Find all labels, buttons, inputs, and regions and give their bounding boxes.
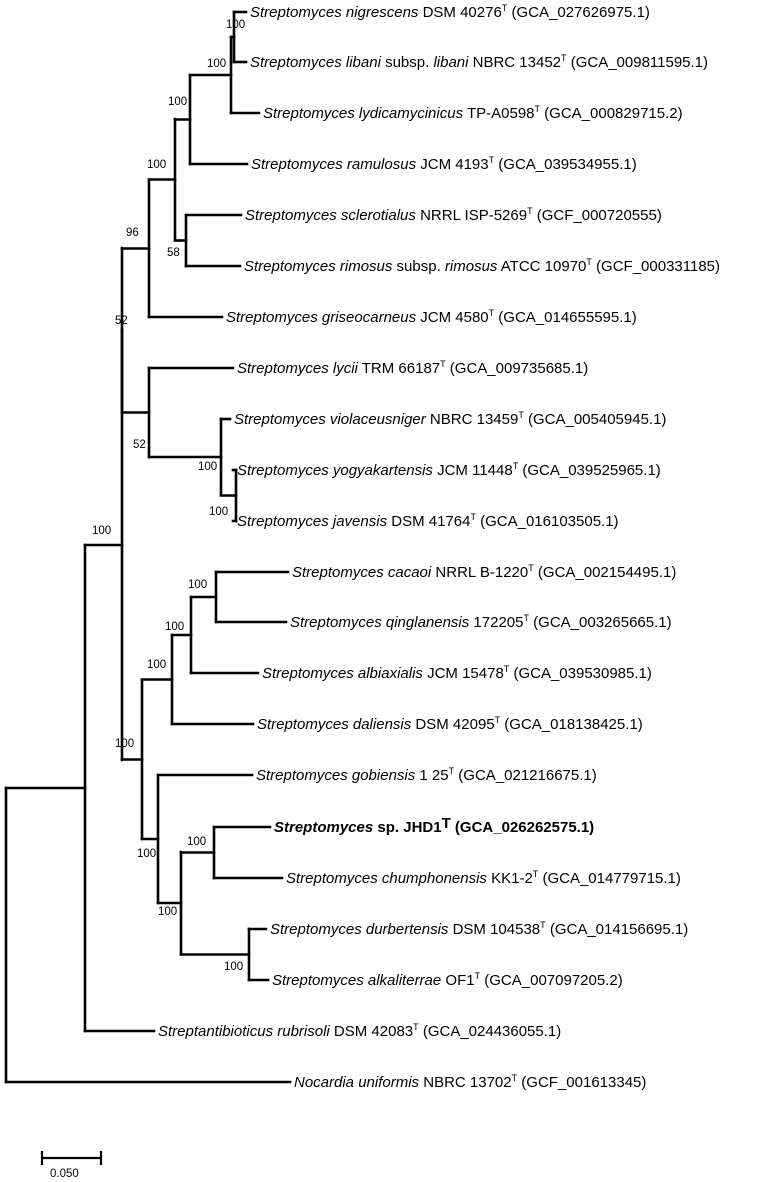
tree-branches bbox=[4, 10, 292, 1084]
bootstrap-values: 100 100 100 58 100 96 100 100 52 52 100 100 100 100 10… bbox=[92, 19, 245, 973]
bootstrap-value: 100 bbox=[187, 836, 206, 848]
taxon-labels: Streptomyces nigrescens DSM 40276T (GCA_… bbox=[158, 3, 720, 1091]
scale-bar: 0.050 bbox=[40, 1151, 103, 1180]
scale-bar-label: 0.050 bbox=[50, 1168, 79, 1180]
taxon-label: Streptomyces yogyakartensis JCM 11448T (… bbox=[237, 461, 661, 479]
taxon-label: Streptomyces durbertensis DSM 104538T (G… bbox=[270, 920, 688, 938]
taxon-label: Streptomyces javensis DSM 41764T (GCA_01… bbox=[237, 512, 619, 530]
bootstrap-value: 100 bbox=[137, 848, 156, 860]
bootstrap-value: 100 bbox=[209, 506, 228, 518]
taxon-label: Streptomyces alkaliterrae OF1T (GCA_0070… bbox=[272, 971, 623, 989]
taxon-label: Streptantibioticus rubrisoli DSM 42083T … bbox=[158, 1022, 561, 1040]
bootstrap-value: 100 bbox=[226, 19, 245, 31]
taxon-label: Streptomyces albiaxialis JCM 15478T (GCA… bbox=[262, 664, 652, 682]
taxon-label: Streptomyces gobiensis 1 25T (GCA_021216… bbox=[256, 766, 597, 784]
bootstrap-value: 52 bbox=[133, 439, 146, 451]
bootstrap-value: 100 bbox=[115, 738, 134, 750]
taxon-label: Streptomyces violaceusniger NBRC 13459T … bbox=[234, 410, 666, 428]
bootstrap-value: 52 bbox=[115, 315, 128, 327]
bootstrap-value: 100 bbox=[168, 96, 187, 108]
taxon-label: Nocardia uniformis NBRC 13702T (GCF_0016… bbox=[294, 1073, 646, 1091]
bootstrap-value: 58 bbox=[167, 247, 180, 259]
bootstrap-value: 100 bbox=[165, 621, 184, 633]
bootstrap-value: 100 bbox=[147, 659, 166, 671]
taxon-label: Streptomyces rimosus subsp. rimosus ATCC… bbox=[244, 257, 720, 275]
taxon-label: Streptomyces cacaoi NRRL B-1220T (GCA_00… bbox=[292, 563, 676, 581]
taxon-label: Streptomyces nigrescens DSM 40276T (GCA_… bbox=[250, 3, 650, 21]
bootstrap-value: 100 bbox=[92, 525, 111, 537]
bootstrap-value: 100 bbox=[198, 461, 217, 473]
bootstrap-value: 100 bbox=[147, 159, 166, 171]
bootstrap-value: 96 bbox=[126, 227, 139, 239]
bootstrap-value: 100 bbox=[224, 961, 243, 973]
taxon-label: Streptomyces ramulosus JCM 4193T (GCA_03… bbox=[251, 155, 637, 173]
bootstrap-value: 100 bbox=[158, 906, 177, 918]
taxon-label: Streptomyces sclerotialus NRRL ISP-5269T… bbox=[245, 206, 662, 224]
taxon-label: Streptomyces daliensis DSM 42095T (GCA_0… bbox=[257, 715, 643, 733]
taxon-label: Streptomyces lycii TRM 66187T (GCA_00973… bbox=[237, 359, 588, 377]
taxon-label: Streptomyces libani subsp. libani NBRC 1… bbox=[250, 53, 708, 71]
taxon-label: Streptomyces sp. JHD1T (GCA_026262575.1) bbox=[274, 815, 594, 836]
taxon-label: Streptomyces griseocarneus JCM 4580T (GC… bbox=[226, 308, 637, 326]
taxon-label: Streptomyces chumphonensis KK1-2T (GCA_0… bbox=[286, 869, 681, 887]
taxon-label: Streptomyces qinglanensis 172205T (GCA_0… bbox=[290, 613, 672, 631]
taxon-label: Streptomyces lydicamycinicus TP-A0598T (… bbox=[263, 104, 683, 122]
bootstrap-value: 100 bbox=[188, 579, 207, 591]
bootstrap-value: 100 bbox=[207, 58, 226, 70]
